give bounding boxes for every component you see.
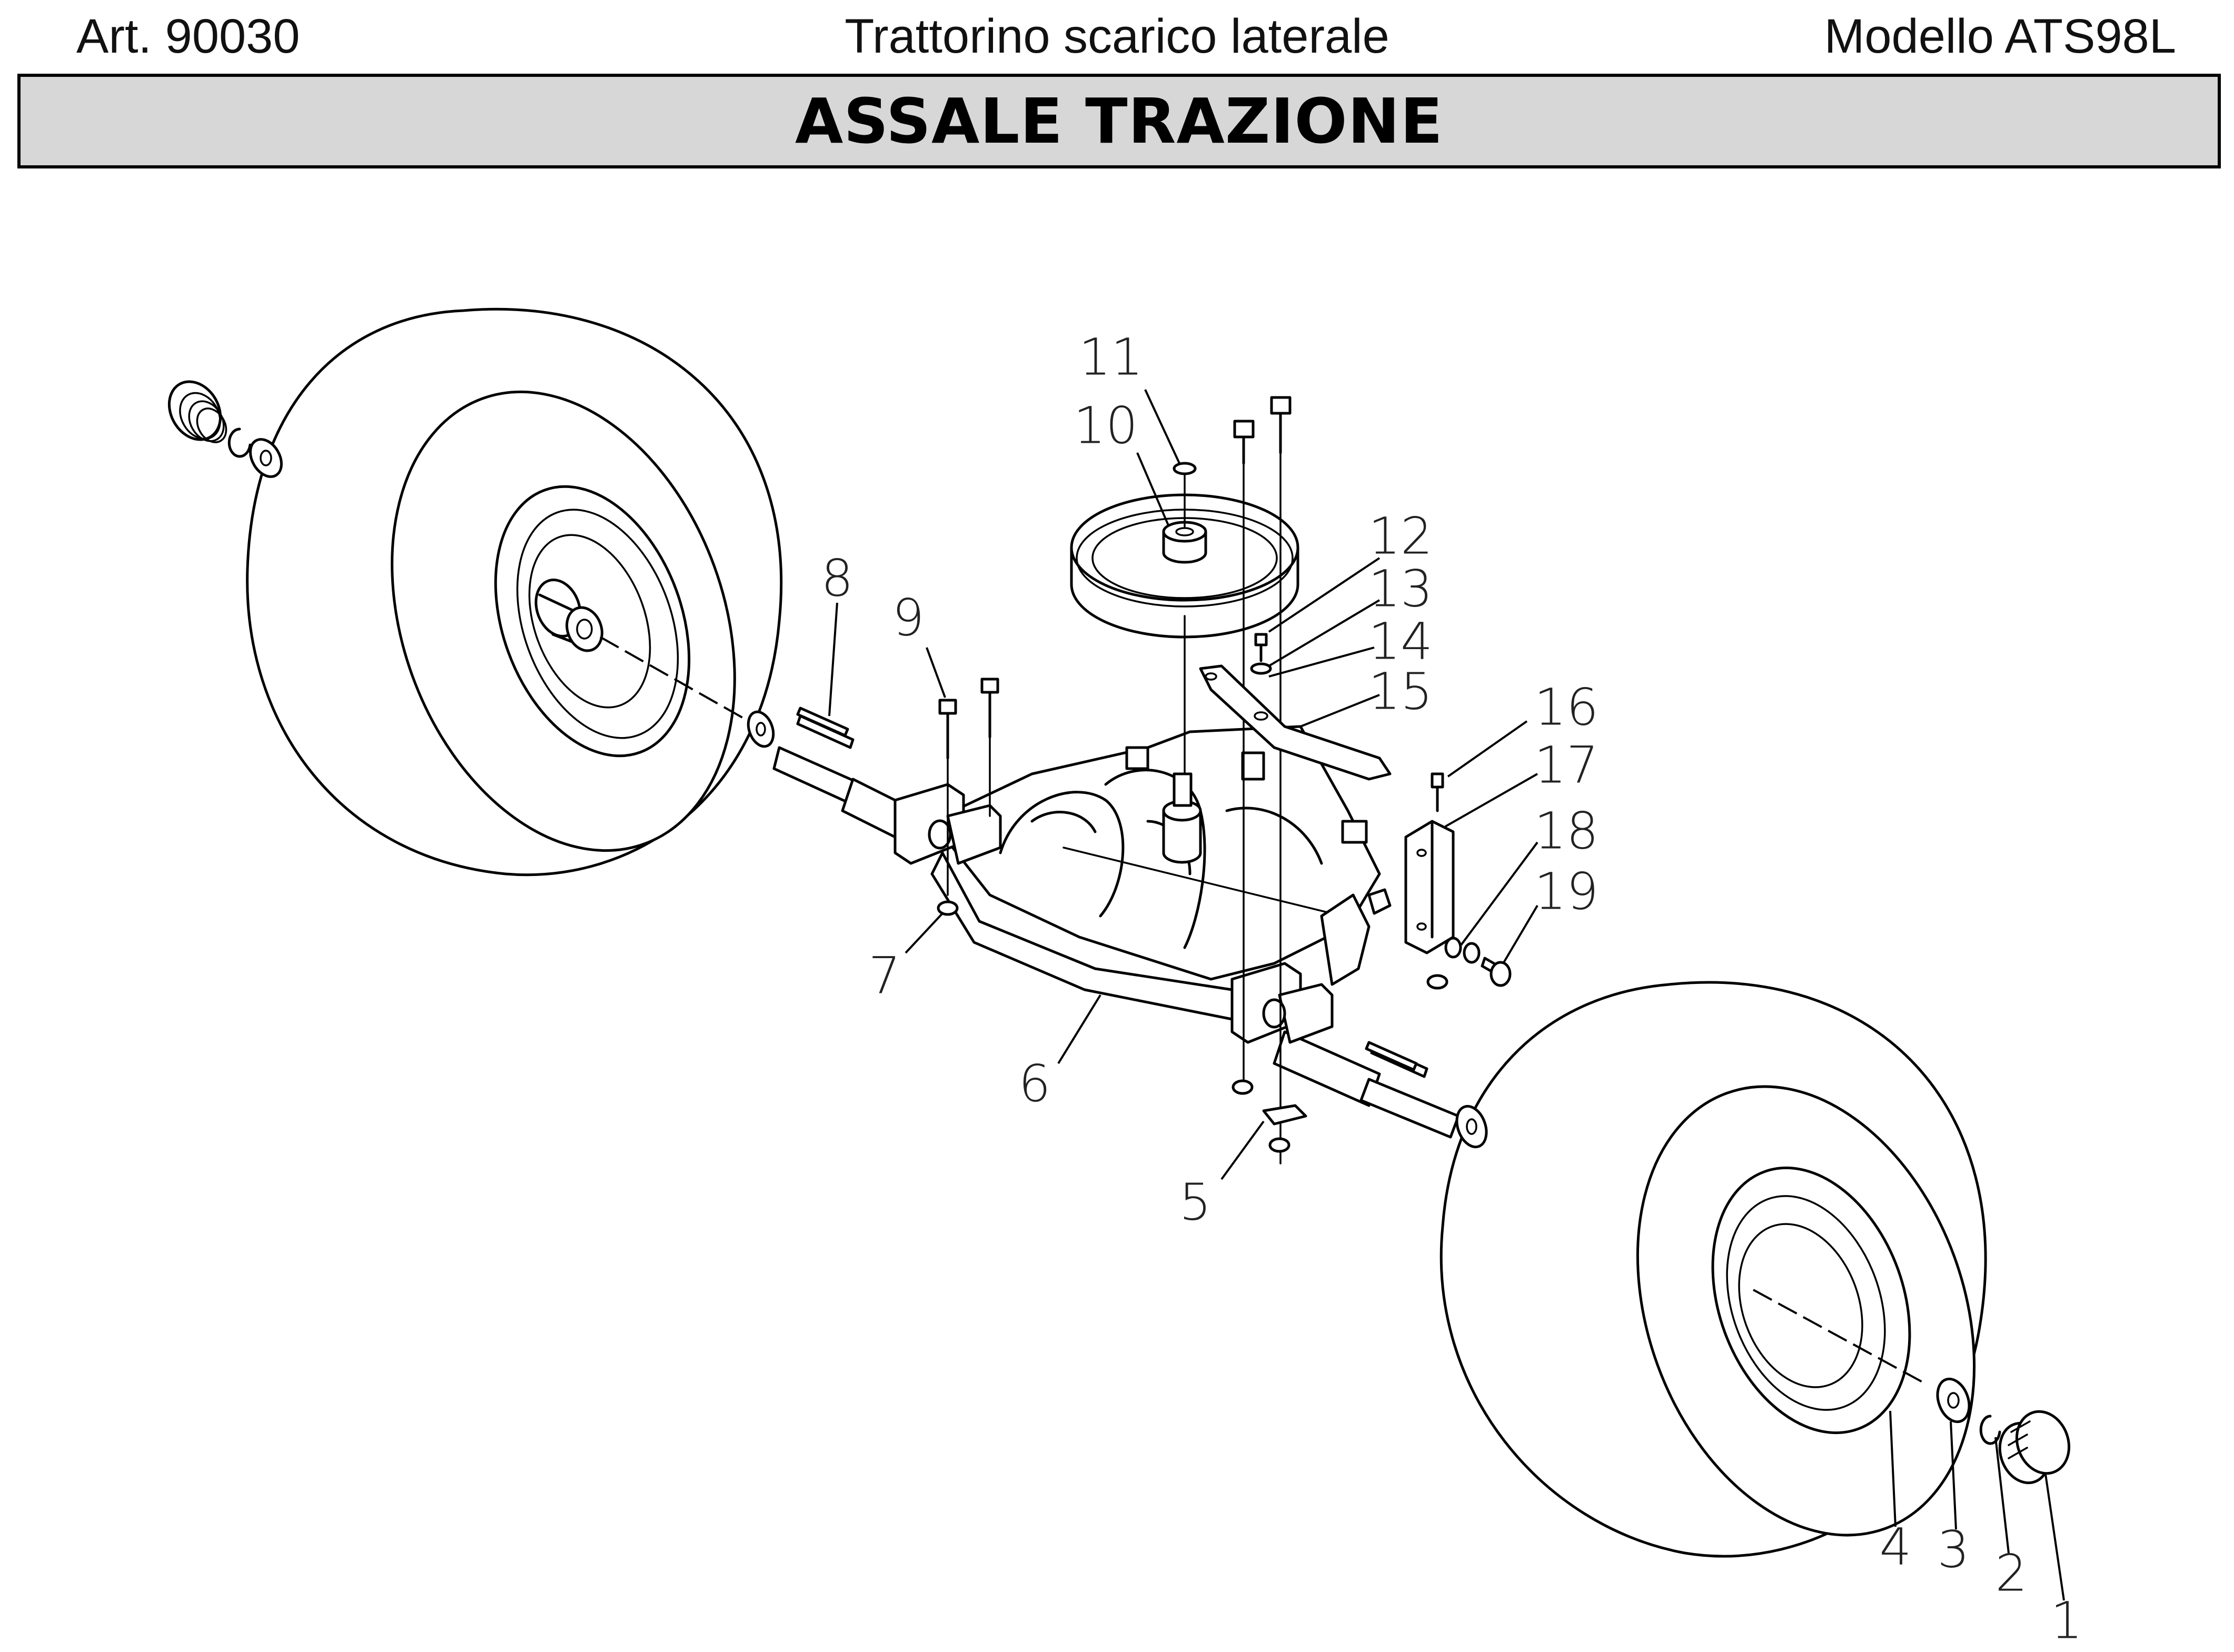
pulley-nut [1173, 462, 1197, 475]
callout-5: 5 [1179, 1172, 1211, 1231]
brake-lever-assembly [1199, 633, 1392, 781]
nut-lower-left [1232, 1079, 1254, 1095]
page-header: Art. 90030 Trattorino scarico laterale M… [0, 0, 2234, 68]
product-name: Trattorino scarico laterale [845, 9, 1389, 63]
callout-1: 1 [2050, 1591, 2082, 1650]
callout-4: 4 [1879, 1517, 1911, 1576]
left-bolts [937, 678, 999, 916]
pulley [1070, 493, 1299, 639]
right-axle-shaft [1273, 1030, 1488, 1149]
callout-9: 9 [892, 588, 924, 647]
right-axle-centerline [1753, 1289, 1928, 1386]
model-name: Modello ATS98L [1824, 9, 2176, 63]
callout-6: 6 [1018, 1054, 1050, 1113]
transaxle-housing [930, 725, 1392, 986]
callout-13: 13 [1368, 559, 1433, 618]
article-number: Art. 90030 [76, 9, 300, 63]
plate-5 [1262, 1104, 1307, 1126]
right-wheel [1439, 981, 1987, 1558]
callout-labels: 1 2 3 4 5 6 7 8 9 10 11 12 13 14 15 16 1… [821, 327, 2082, 1650]
callout-17: 17 [1534, 735, 1598, 794]
long-bolts [1233, 396, 1292, 1165]
callout-2: 2 [1995, 1544, 2027, 1603]
callout-3: 3 [1937, 1520, 1969, 1579]
left-hubcap-assembly [167, 380, 283, 478]
left-wheel [246, 307, 783, 877]
left-key [796, 706, 849, 737]
leader-lines [828, 389, 2065, 1601]
callout-12: 12 [1368, 506, 1433, 565]
nut-lower-right [1268, 1137, 1290, 1153]
left-bearing-block [893, 783, 1002, 865]
right-key [1365, 1041, 1418, 1071]
page-title: ASSALE TRAZIONE [795, 85, 1443, 157]
right-hubcap-assembly [1936, 1377, 2071, 1485]
right-bearing-block [1230, 962, 1334, 1044]
title-bar: ASSALE TRAZIONE [17, 74, 2221, 168]
callout-19: 19 [1534, 862, 1598, 921]
callout-10: 10 [1074, 396, 1138, 455]
callout-14: 14 [1368, 612, 1433, 671]
callout-16: 16 [1534, 678, 1598, 737]
callout-18: 18 [1534, 801, 1598, 860]
callout-7: 7 [868, 946, 900, 1005]
callout-15: 15 [1368, 662, 1433, 721]
callout-8: 8 [821, 549, 853, 608]
callout-11: 11 [1079, 327, 1143, 386]
side-bracket [1404, 772, 1512, 990]
left-axle-centerline [600, 636, 759, 728]
